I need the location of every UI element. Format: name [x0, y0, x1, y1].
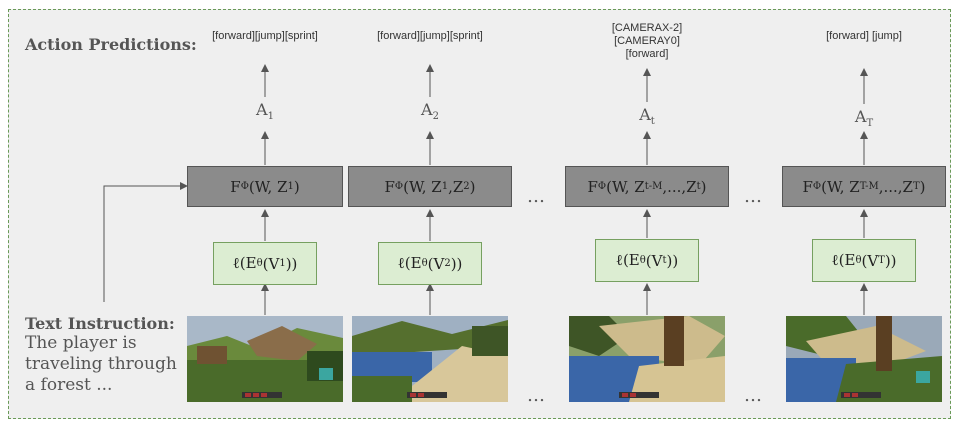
game-frame-2	[352, 316, 508, 402]
action-label-2: A2	[421, 100, 439, 123]
action-label-t: At	[639, 105, 655, 128]
prediction-t: [CAMERAX-2] [CAMERAY0] [forward]	[611, 22, 683, 60]
ellipsis-image-row-1: …	[527, 385, 546, 406]
game-frame-1	[187, 316, 343, 402]
game-frame-t	[569, 316, 725, 402]
text-instruction-title: Text Instruction:	[25, 314, 175, 333]
ellipsis-image-row-2: …	[744, 385, 763, 406]
game-frame-T	[786, 316, 942, 402]
text-instruction-body: The player is traveling through a forest…	[25, 333, 177, 395]
instruction-connector-arrow	[103, 182, 188, 302]
ellipsis-f-row-2: …	[744, 186, 763, 207]
action-label-1: A1	[256, 100, 274, 123]
text-instruction: Text Instruction: The player is travelin…	[25, 314, 190, 396]
action-predictions-heading: Action Predictions:	[25, 35, 197, 54]
action-label-T: AT	[854, 107, 874, 130]
prediction-2: [forward][jump][sprint]	[377, 30, 483, 42]
ellipsis-f-row-1: …	[527, 186, 546, 207]
prediction-1: [forward][jump][sprint]	[212, 30, 318, 42]
prediction-T: [forward] [jump]	[826, 30, 902, 42]
